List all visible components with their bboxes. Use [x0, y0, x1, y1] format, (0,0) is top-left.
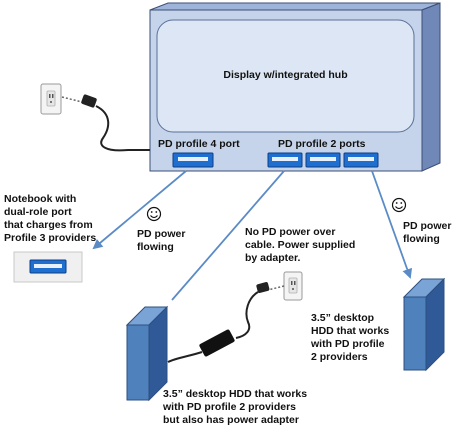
hdd-left [125, 305, 169, 402]
display-hub [149, 2, 441, 172]
adapter-note-label: No PD power over cable. Power supplied b… [245, 226, 356, 264]
display-screen [156, 19, 415, 133]
hdd-right-front [403, 296, 427, 371]
power-cord-dashed [61, 96, 83, 103]
hdd-left-front [126, 324, 150, 401]
notebook-port [13, 251, 83, 283]
display-power-cable [95, 105, 150, 152]
smiley-icon-right-hdd [391, 197, 407, 213]
arrow-to-notebook [92, 170, 187, 250]
usb-port-profile2-c [343, 152, 379, 168]
power-plug-display [81, 94, 97, 108]
usb-port-profile2-a [267, 152, 303, 168]
display-screen-label: Display w/integrated hub [223, 69, 348, 81]
left-hdd-label: 3.5” desktop HDD that works with PD prof… [163, 388, 308, 426]
smiley-icon-notebook [146, 206, 162, 222]
usb-port-profile2-b [305, 152, 341, 168]
adapter-cord-dashed [267, 285, 285, 291]
power-adapter-brick [199, 329, 235, 357]
usb-port-profile4 [172, 152, 214, 168]
adapter-cable [235, 291, 259, 339]
right-hdd-label: 3.5” desktop HDD that works with PD prof… [311, 312, 390, 363]
wall-outlet-display [40, 83, 62, 115]
hdd-right [402, 277, 446, 372]
notebook-flow-label: PD power flowing [137, 228, 186, 253]
power-plug-adapter [256, 282, 270, 293]
port-profile2-label: PD profile 2 ports [278, 138, 366, 150]
notebook-label: Notebook with dual-role port that charge… [4, 193, 97, 244]
wall-outlet-adapter [283, 271, 303, 301]
adapter-to-hdd-cable [167, 351, 203, 363]
display-side-face [421, 2, 441, 172]
port-profile4-label: PD profile 4 port [158, 138, 240, 150]
right-hdd-flow-label: PD power flowing [403, 220, 452, 245]
arrow-to-right-hdd [371, 170, 413, 279]
display-top-face [149, 2, 441, 11]
line-to-left-hdd [171, 170, 285, 301]
